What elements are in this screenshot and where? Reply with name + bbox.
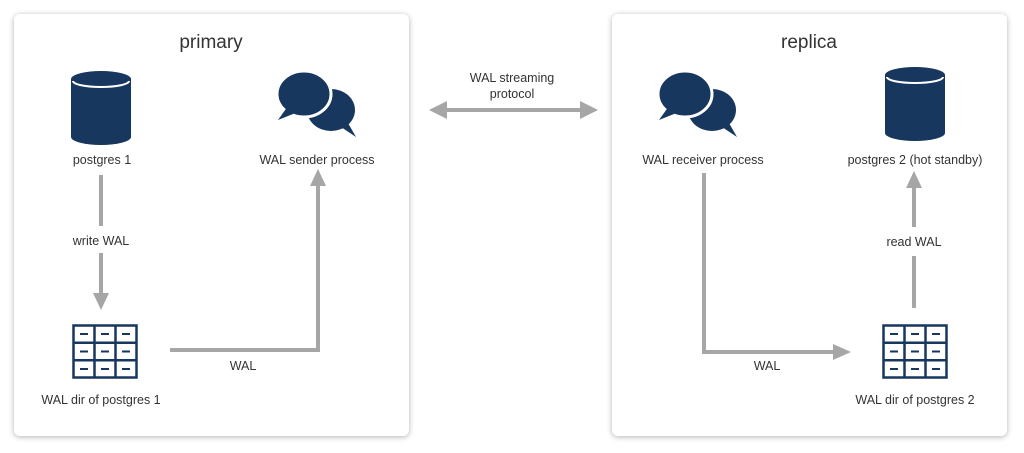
sender-arrowhead xyxy=(310,169,326,186)
read-wal-arrowhead xyxy=(906,171,922,188)
streaming-protocol-line1: WAL streaming xyxy=(469,71,555,85)
write-wal-label: write WAL xyxy=(72,234,130,248)
read-wal-label: read WAL xyxy=(886,235,942,249)
postgres-1-label: postgres 1 xyxy=(72,153,132,167)
replica-wal-label: WAL xyxy=(753,359,781,373)
wal-dir-1-grid-icon xyxy=(72,324,138,379)
wal-receiver-chat-icon xyxy=(657,70,737,137)
wal-dir-2-grid-icon xyxy=(882,324,948,379)
write-wal-arrowhead xyxy=(93,293,109,310)
postgres-2-database-icon xyxy=(885,67,945,141)
primary-wal-label: WAL xyxy=(229,359,257,373)
protocol-arrowhead-left xyxy=(429,101,447,119)
wal-sender-label: WAL sender process xyxy=(259,153,375,167)
replica-title: replica xyxy=(781,32,837,53)
wal-dir-2-label: WAL dir of postgres 2 xyxy=(855,393,975,407)
wal-sender-chat-icon xyxy=(276,70,356,137)
postgres-1-database-icon xyxy=(71,71,131,145)
primary-title: primary xyxy=(179,32,243,53)
receiver-to-waldir-arrow xyxy=(702,173,836,354)
wal-dir-1-label: WAL dir of postgres 1 xyxy=(41,393,161,407)
protocol-arrowhead-right xyxy=(580,101,598,119)
streaming-protocol-line2: protocol xyxy=(489,87,535,101)
wal-to-sender-arrow xyxy=(170,182,320,352)
streaming-protocol-label: WAL streaming protocol xyxy=(470,70,555,102)
receiver-waldir-arrowhead xyxy=(833,344,851,360)
postgres-2-label: postgres 2 (hot standby) xyxy=(847,153,983,167)
wal-receiver-label: WAL receiver process xyxy=(642,153,764,167)
